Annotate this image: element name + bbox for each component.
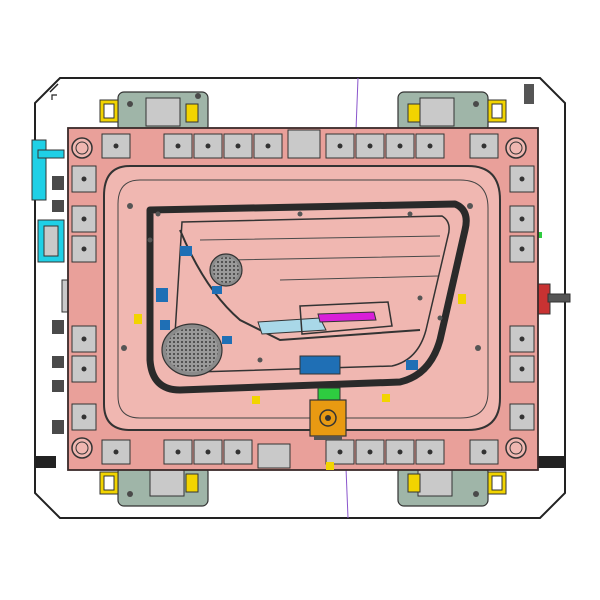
- door-handle-light-blue: [257, 317, 327, 335]
- blue-locator-fixtures: [156, 246, 418, 375]
- center-guide-line-top: [355, 77, 359, 131]
- injection-fixture: [309, 387, 347, 440]
- door-upper-detail: [199, 235, 441, 281]
- bottom-bolt-blocks: [101, 439, 499, 469]
- base-frame-inner-line: [49, 83, 59, 93]
- left-bolt-blocks: [71, 165, 97, 431]
- yellow-markers: [134, 294, 466, 470]
- clamp-assembly-bottom-left: [99, 465, 209, 507]
- door-trim-outline: [146, 200, 470, 394]
- top-bolt-blocks: [101, 129, 499, 159]
- door-pull-frame: [299, 301, 393, 335]
- upper-speaker-grille: [209, 253, 243, 287]
- corner-bores: [71, 137, 527, 459]
- cavity-pocket-inner: [117, 179, 489, 419]
- center-guide-line-bottom: [345, 467, 349, 519]
- base-frame-corner-mark: [51, 94, 57, 100]
- lower-speaker-grille: [161, 323, 223, 377]
- left-side-fittings: [36, 176, 64, 468]
- clamp-assembly-bottom-right: [397, 465, 507, 507]
- door-pull-magenta: [317, 311, 377, 323]
- cavity-bolts: [121, 203, 481, 363]
- clamp-assembly-top-left: [99, 91, 209, 133]
- clamp-assembly-top-right: [397, 91, 507, 133]
- right-bolt-blocks: [509, 165, 535, 431]
